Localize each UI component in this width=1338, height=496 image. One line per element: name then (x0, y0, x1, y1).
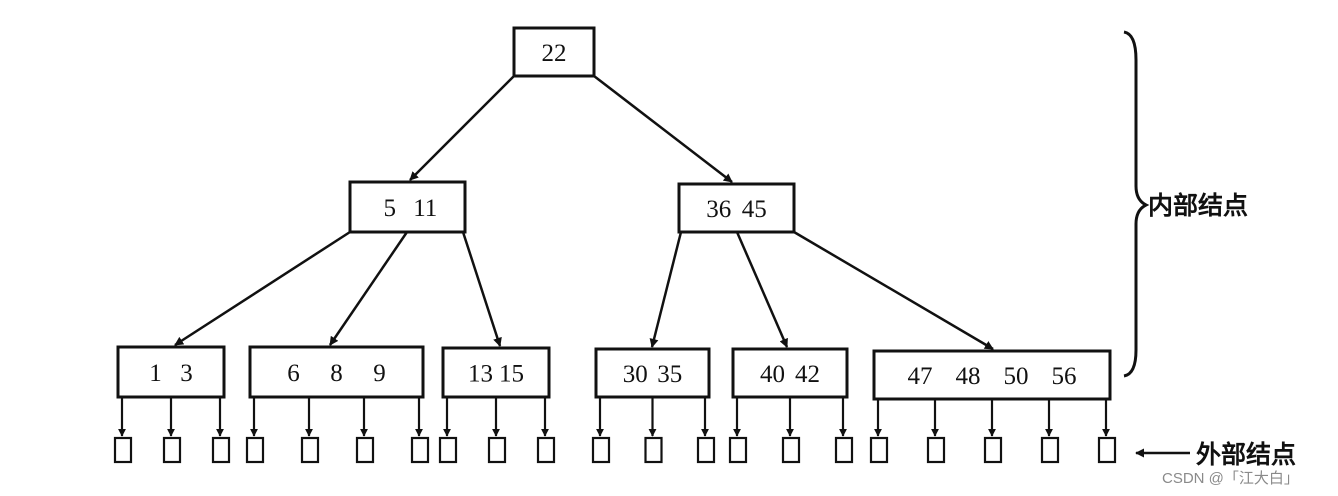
external-node (1040, 436, 1060, 464)
external-node (536, 436, 556, 464)
internal-nodes-label: 内部结点 (1148, 191, 1248, 220)
external-node (728, 436, 748, 464)
internal-node-l1-1: 36 45 (677, 182, 796, 234)
watermark: CSDN @「江大白」 (1162, 470, 1299, 487)
internal-node-l2-4: 40 42 (731, 347, 849, 399)
internal-node-l1-1-key: 45 (742, 196, 767, 223)
internal-node-l2-4-box (731, 347, 849, 399)
external-node (591, 436, 611, 464)
internal-node-l2-0-key: 3 (180, 360, 193, 387)
internal-node-l2-2-key: 13 (468, 361, 493, 388)
internal-node-l2-3-box (594, 347, 711, 399)
internal-node-l2-1-key: 8 (330, 360, 343, 387)
external-node (834, 436, 854, 464)
external-node (162, 436, 182, 464)
edge-l1-1-child-0 (649, 231, 683, 348)
internal-node-l2-4-key: 42 (795, 361, 820, 388)
internal-node-l2-4-key: 40 (760, 361, 785, 388)
external-node (355, 436, 375, 464)
internal-node-l1-1-box (677, 182, 796, 234)
internal-node-l1-0-key: 11 (413, 195, 437, 222)
edge-l1-1-child-1 (735, 231, 789, 348)
internal-node-l1-1-key: 36 (706, 196, 731, 223)
external-node (438, 436, 458, 464)
internal-node-l1-0-key: 5 (384, 195, 397, 222)
internal-node-l2-2-key: 15 (499, 361, 524, 388)
external-node (245, 436, 265, 464)
external-node (410, 436, 430, 464)
edge-root-to-right (593, 75, 733, 183)
root-node: 22 (512, 26, 596, 78)
external-nodes-label: 外部结点 (1196, 440, 1296, 469)
edge-l1-0-child-2 (461, 231, 502, 347)
internal-node-l2-5-box (872, 349, 1112, 401)
internal-node-l2-1-key: 9 (373, 360, 386, 387)
internal-node-l2-0-box (116, 345, 226, 399)
external-node (487, 436, 507, 464)
edge-l1-0-child-1 (328, 231, 409, 346)
internal-node-l1-0: 5 11 (348, 180, 467, 234)
external-node (1097, 436, 1117, 464)
internal-node-l2-2-box (441, 346, 551, 399)
root-node-key: 22 (542, 40, 567, 67)
internal-node-l2-5: 47 48 50 56 (872, 349, 1112, 401)
internal-node-l2-1-key: 6 (287, 360, 300, 387)
external-node (983, 436, 1003, 464)
internal-node-l2-3-key: 30 (623, 361, 648, 388)
internal-node-l2-5-key: 47 (908, 363, 933, 390)
edge-l1-0-child-0 (174, 230, 351, 347)
internal-node-l2-5-key: 48 (956, 363, 981, 390)
external-node (696, 436, 716, 464)
external-node (300, 436, 320, 464)
internal-node-l1-0-box (348, 180, 467, 234)
external-node (211, 436, 231, 464)
external-node (926, 436, 946, 464)
internal-node-l2-3-key: 35 (657, 361, 682, 388)
external-node (644, 436, 663, 464)
internal-node-l2-5-key: 56 (1052, 363, 1077, 390)
internal-node-l2-0-key: 1 (149, 360, 162, 387)
external-node (113, 436, 133, 464)
internal-node-l2-1-box (248, 345, 425, 399)
internal-brace (1123, 30, 1150, 378)
internal-node-l2-5-key: 50 (1004, 363, 1029, 390)
edge-l1-1-child-2 (793, 230, 994, 351)
edge-root-to-left (409, 75, 515, 181)
internal-node-l2-3: 30 35 (594, 347, 711, 399)
root-node-box (512, 26, 596, 78)
internal-node-l2-1: 6 8 9 (248, 345, 425, 399)
external-node (869, 436, 889, 464)
external-node (781, 436, 801, 464)
